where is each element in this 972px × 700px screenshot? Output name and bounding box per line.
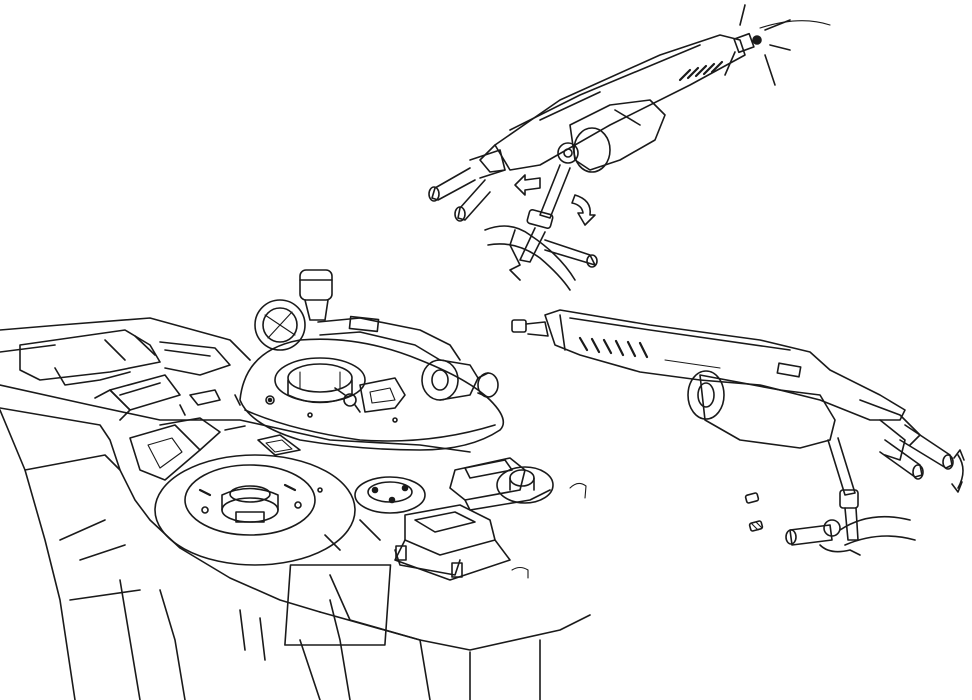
turret-hatch	[239, 269, 505, 451]
vehicle-hull	[0, 317, 591, 700]
weapon-top-firing	[428, 4, 831, 291]
weapon-bottom-mounted	[511, 309, 965, 556]
